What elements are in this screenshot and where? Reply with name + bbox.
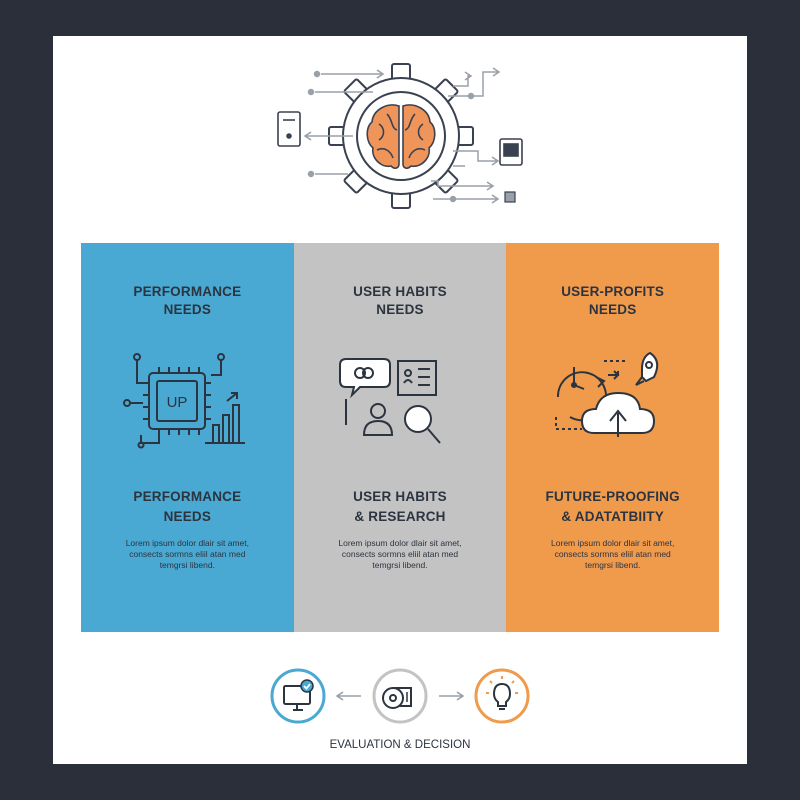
evaluation-decision-label: EVALUATION & DECISION [329,739,471,751]
column-subtitle: USER HABITS & RESEARCH [353,489,447,524]
tape-measure-icon [372,668,428,724]
column-title: PERFORMANCE NEEDS [133,284,242,317]
cpu-chip-with-bar-chart-icon: UP [123,353,245,449]
infographic-card: PERFORMANCE NEEDS [53,36,747,764]
column-subtitle: PERFORMANCE NEEDS [133,489,242,524]
lightbulb-icon [474,668,530,724]
user-habits-column: USER HABITS NEEDS USER HABITS [293,243,507,632]
monitor-icon [499,138,523,166]
needs-columns: PERFORMANCE NEEDS [81,243,720,632]
monitor-check-icon [270,668,326,724]
evaluation-flow [270,668,530,724]
column-title: USER HABITS NEEDS [353,284,447,317]
hero-illustration [277,63,523,209]
server-tower-icon [277,111,301,147]
user-profits-column: USER-PROFITS NEEDS FUTURE-PROO [506,243,720,632]
column-title: USER-PROFITS NEEDS [561,284,665,317]
gear-brain-icon [328,63,474,209]
right-arrow-icon [439,691,465,701]
column-body: Lorem ipsum dolor dlair sit amet, consec… [125,538,249,570]
left-arrow-icon [335,691,361,701]
column-subtitle: FUTURE-PROOFING & ADATATBIITY [545,489,680,524]
clock-rocket-cloud-upload-icon [555,351,659,437]
chip-label: UP [167,394,188,411]
column-body: Lorem ipsum dolor dlair sit amet, consec… [551,538,675,570]
chat-profile-magnifier-icon [338,358,441,444]
small-node-icon [504,191,516,203]
performance-column: PERFORMANCE NEEDS [81,243,294,632]
column-body: Lorem ipsum dolor dlair sit amet, consec… [338,538,462,570]
